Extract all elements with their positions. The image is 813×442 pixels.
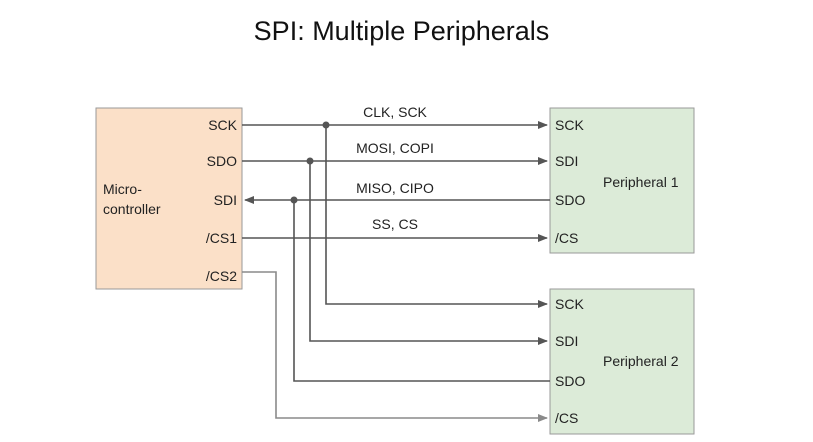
- p2-pin-sck: SCK: [555, 296, 584, 312]
- mcu-pin-cs2: /CS2: [206, 268, 237, 284]
- signal-label-mosi: MOSI, COPI: [356, 140, 434, 156]
- signal-label-miso: MISO, CIPO: [356, 180, 434, 196]
- p1-pin-cs: /CS: [555, 230, 578, 246]
- wire-mosi: [242, 157, 548, 345]
- wire-sck: [242, 121, 548, 308]
- junction-miso: [290, 196, 298, 204]
- microcontroller-label-1: Micro-: [103, 181, 142, 197]
- mcu-pin-sdo: SDO: [207, 153, 237, 169]
- p2-pin-sdi: SDI: [555, 333, 578, 349]
- wire-cs2: [242, 271, 548, 422]
- microcontroller-box: [95, 107, 243, 290]
- slide-title: SPI: Multiple Peripherals: [253, 16, 550, 46]
- mcu-pin-cs1: /CS1: [206, 230, 237, 246]
- peripheral1-box: [549, 107, 695, 254]
- signal-label-select: SS, CS: [372, 216, 418, 232]
- junction-sck: [322, 121, 330, 129]
- p2-pin-sdo: SDO: [555, 373, 585, 389]
- p1-pin-sdi: SDI: [555, 153, 578, 169]
- peripheral2-box: [549, 288, 695, 435]
- p2-pin-cs: /CS: [555, 410, 578, 426]
- junction-mosi: [306, 157, 314, 165]
- mcu-pin-sck: SCK: [208, 117, 237, 133]
- signal-label-clock: CLK, SCK: [363, 104, 427, 120]
- mcu-pin-sdi: SDI: [214, 192, 237, 208]
- microcontroller-label-2: controller: [103, 201, 161, 217]
- peripheral2-label: Peripheral 2: [603, 353, 679, 369]
- peripheral1-label: Peripheral 1: [603, 174, 679, 190]
- p1-pin-sck: SCK: [555, 117, 584, 133]
- p1-pin-sdo: SDO: [555, 192, 585, 208]
